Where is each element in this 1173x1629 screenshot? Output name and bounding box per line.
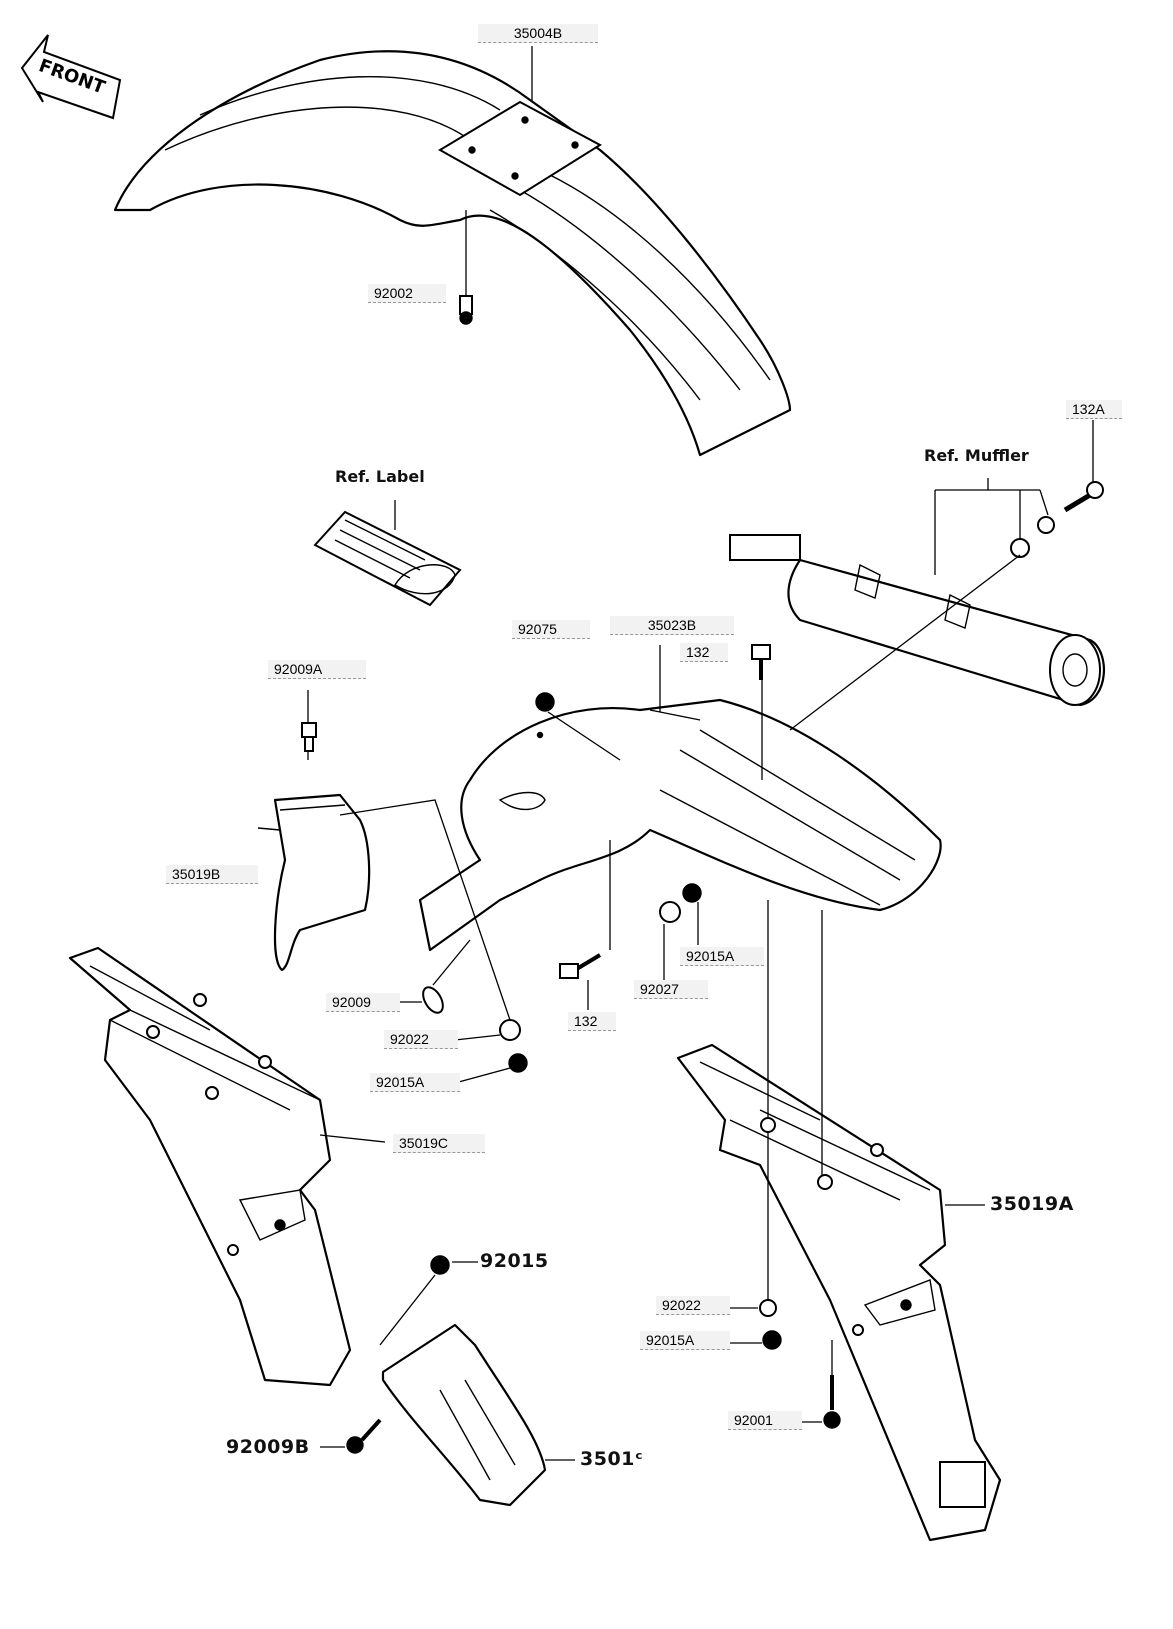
rear-fender — [418, 698, 942, 952]
part-label-92015A-left[interactable]: 92015A — [370, 1073, 460, 1092]
label-sticker — [313, 500, 462, 607]
part-label-3501x[interactable]: 3501ᶜ — [580, 1448, 644, 1470]
rear-fender-35019A — [676, 1043, 1002, 1542]
ref-label-label: Ref. Label — [335, 467, 425, 486]
bolt-132-mid-icon — [559, 953, 602, 979]
bolt-92002-icon — [459, 295, 473, 325]
part-label-92015[interactable]: 92015 — [480, 1250, 549, 1272]
part-label-92075[interactable]: 92075 — [512, 620, 590, 639]
part-label-92009[interactable]: 92009 — [326, 993, 400, 1012]
part-label-132-mid[interactable]: 132 — [568, 1012, 616, 1031]
part-label-35019B[interactable]: 35019B — [166, 865, 258, 884]
part-label-92009A[interactable]: 92009A — [268, 660, 366, 679]
part-label-35019C[interactable]: 35019C — [393, 1134, 485, 1153]
part-label-92015A-right[interactable]: 92015A — [640, 1331, 730, 1350]
part-label-35004B[interactable]: 35004B — [478, 24, 598, 43]
part-label-92022-right[interactable]: 92022 — [656, 1296, 730, 1315]
part-label-92001[interactable]: 92001 — [728, 1411, 802, 1430]
front-fender — [113, 50, 792, 457]
muffler — [728, 534, 1106, 707]
part-label-92015A-mid[interactable]: 92015A — [680, 947, 764, 966]
part-label-92002[interactable]: 92002 — [368, 284, 446, 303]
part-label-92022-mid[interactable]: 92022 — [384, 1030, 458, 1049]
part-label-132-top[interactable]: 132 — [680, 643, 728, 662]
bolt-132-top-icon — [751, 644, 771, 680]
part-label-92027[interactable]: 92027 — [634, 980, 708, 999]
ref-muffler-label: Ref. Muffler — [924, 446, 1029, 465]
front-arrow-icon: FRONT — [20, 34, 122, 120]
rear-fender-35019C — [68, 946, 352, 1387]
part-label-92009B[interactable]: 92009B — [226, 1436, 310, 1458]
bolt-132A-icon — [1063, 481, 1104, 513]
screw-92009A-icon — [301, 722, 317, 752]
flap-3501 — [381, 1323, 547, 1507]
part-label-35023B[interactable]: 35023B — [610, 616, 734, 635]
mudguard-35019B — [257, 793, 371, 972]
bolt-92001-icon — [823, 1375, 841, 1429]
part-label-132A[interactable]: 132A — [1066, 400, 1122, 419]
screw-92009B-icon — [346, 1418, 382, 1454]
part-label-35019A[interactable]: 35019A — [990, 1193, 1074, 1215]
